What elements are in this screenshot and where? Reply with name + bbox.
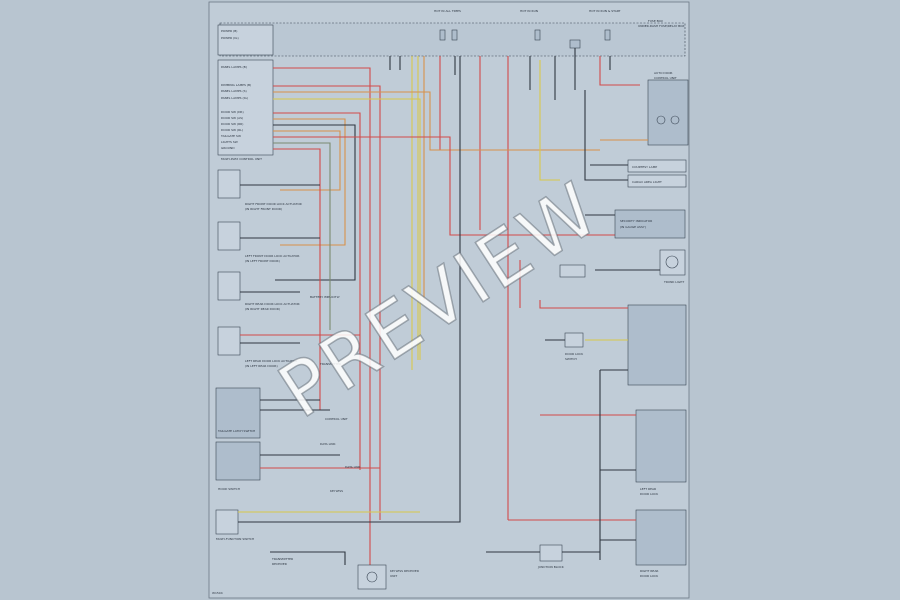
door-actuator-rf bbox=[217, 169, 241, 199]
door-actuator-lf bbox=[217, 221, 241, 251]
component-label: COURTESY LAMP bbox=[632, 165, 657, 169]
keyless-receiver bbox=[357, 564, 387, 590]
component-label: SWITCH bbox=[565, 357, 577, 361]
component-label: RIGHT REAR bbox=[640, 569, 658, 573]
pin-label: GROUND bbox=[221, 146, 235, 150]
component-label: KEYLESS RECEIVER bbox=[390, 569, 419, 573]
component-label: DOOR LOCK bbox=[640, 492, 659, 496]
pin-label: DOOR SW (RR) bbox=[221, 122, 243, 126]
component-label: SECURITY INDICATOR bbox=[620, 219, 652, 223]
door-lock-small bbox=[564, 332, 584, 348]
pin-label: TAILGATE SW bbox=[220, 134, 241, 138]
svg-text:BATTERY IMPLICITLY: BATTERY IMPLICITLY bbox=[310, 295, 340, 299]
component-label: CARGO AREA LIGHT bbox=[632, 180, 662, 184]
component-label: CONTROL UNIT bbox=[654, 76, 677, 80]
component-label: UNIT bbox=[390, 574, 397, 578]
security-indicator bbox=[614, 209, 686, 239]
pin-label: POWER (B) bbox=[221, 29, 237, 33]
component-label: TRANSMITTER bbox=[271, 557, 293, 561]
auto-door-unit bbox=[647, 79, 689, 146]
hot-label-1: HOT IN ALL TIMES bbox=[434, 9, 461, 13]
page-code: W1504 bbox=[212, 591, 223, 595]
component-label: LEFT FRONT DOOR LOCK ACTUATOR bbox=[245, 254, 299, 258]
pin-label: LIGHTS SW bbox=[221, 140, 238, 144]
tailgate-switch bbox=[215, 387, 261, 439]
component-label: TAILGATE LATCH SWITCH bbox=[217, 429, 255, 433]
pin-label: POWER (IG) bbox=[221, 36, 239, 40]
multiplex-unit-title: MULTI-PLEX CONTROL UNIT bbox=[221, 157, 262, 161]
component-label: HOOD SWITCH bbox=[218, 487, 240, 491]
multi-function-switch bbox=[215, 509, 239, 535]
cargo-light bbox=[627, 174, 687, 188]
left-components: RIGHT FRONT DOOR LOCK ACTUATOR (IN RIGHT… bbox=[215, 169, 302, 541]
svg-text:KEYLESS: KEYLESS bbox=[330, 489, 343, 493]
component-label: (IN LEFT REAR DOOR) bbox=[245, 364, 278, 368]
svg-text:CONTROL UNIT: CONTROL UNIT bbox=[325, 417, 348, 421]
fuse-box-title: FUSE BOX bbox=[648, 19, 663, 23]
courtesy-lamp bbox=[627, 159, 687, 173]
component-label: DOOR LOCK bbox=[640, 574, 659, 578]
svg-text:DATA LINK: DATA LINK bbox=[345, 465, 361, 469]
hot-label-3: HOT IN RUN & START bbox=[589, 9, 621, 13]
hot-label-2: HOT IN RUN bbox=[520, 9, 538, 13]
component-label: (IN GAUGE ASSY) bbox=[620, 225, 646, 229]
pin-label: DOOR SW (RL) bbox=[221, 128, 243, 132]
component-label: LEFT REAR DOOR LOCK ACTUATOR bbox=[245, 359, 297, 363]
pin-label: PANEL LAMPS (S) bbox=[221, 89, 247, 93]
component-label: (IN RIGHT FRONT DOOR) bbox=[245, 207, 282, 211]
door-lock-switch-box bbox=[627, 304, 687, 386]
top-wires bbox=[389, 48, 640, 520]
unit-wires bbox=[273, 67, 615, 575]
left-rear-lock bbox=[635, 409, 687, 483]
multiplex-unit-top bbox=[217, 24, 274, 56]
right-rear-lock bbox=[635, 509, 687, 566]
component-label: RIGHT REAR DOOR LOCK ACTUATOR bbox=[245, 302, 300, 306]
component-label: (IN RIGHT REAR DOOR) bbox=[245, 307, 280, 311]
component-label: LEFT REAR bbox=[640, 487, 656, 491]
fuse-box-sub: UNDER-DASH FUSE/RELAY BOX bbox=[638, 24, 684, 28]
right-components: AUTO DOOR CONTROL UNIT COURTESY LAMP CAR… bbox=[559, 71, 689, 578]
component-label: MULTI-FUNCTION SWITCH bbox=[216, 537, 254, 541]
center-labels: BATTERY IMPLICITLY TRANSMITTER CONTROL U… bbox=[310, 295, 361, 493]
pin-label: PANEL LAMPS (IG) bbox=[221, 96, 248, 100]
component-label: RECEIVER bbox=[272, 562, 287, 566]
svg-text:DATA LINK: DATA LINK bbox=[320, 442, 336, 446]
diagram-sheet bbox=[208, 1, 690, 599]
hood-switch bbox=[215, 441, 261, 481]
bottom-components: KEYLESS RECEIVER UNIT TRANSMITTER RECEIV… bbox=[271, 544, 600, 590]
junction-block bbox=[539, 544, 563, 562]
component-label: DOOR LOCK bbox=[565, 352, 584, 356]
component-label: AUTO DOOR bbox=[654, 71, 673, 75]
trunk-light bbox=[659, 249, 686, 276]
left-wires bbox=[238, 56, 461, 565]
svg-text:TRANSMITTER: TRANSMITTER bbox=[319, 362, 341, 366]
multiplex-unit bbox=[217, 59, 274, 156]
pin-label: DOOR SW (DR) bbox=[221, 110, 244, 114]
right-wires bbox=[508, 60, 660, 560]
door-actuator-lr bbox=[217, 326, 241, 356]
pin-label: PANEL LAMPS (B) bbox=[221, 65, 247, 69]
pin-label: DOOR SW (AS) bbox=[221, 116, 243, 120]
component-label: JUNCTION BLOCK bbox=[537, 565, 565, 569]
component-label: TRUNK LIGHT bbox=[663, 280, 684, 284]
pin-label: DIMMING LAMPS (B) bbox=[221, 83, 251, 87]
door-actuator-rr bbox=[217, 271, 241, 301]
component-label: RIGHT FRONT DOOR LOCK ACTUATOR bbox=[245, 202, 302, 206]
component-label: (IN LEFT FRONT DOOR) bbox=[245, 259, 280, 263]
